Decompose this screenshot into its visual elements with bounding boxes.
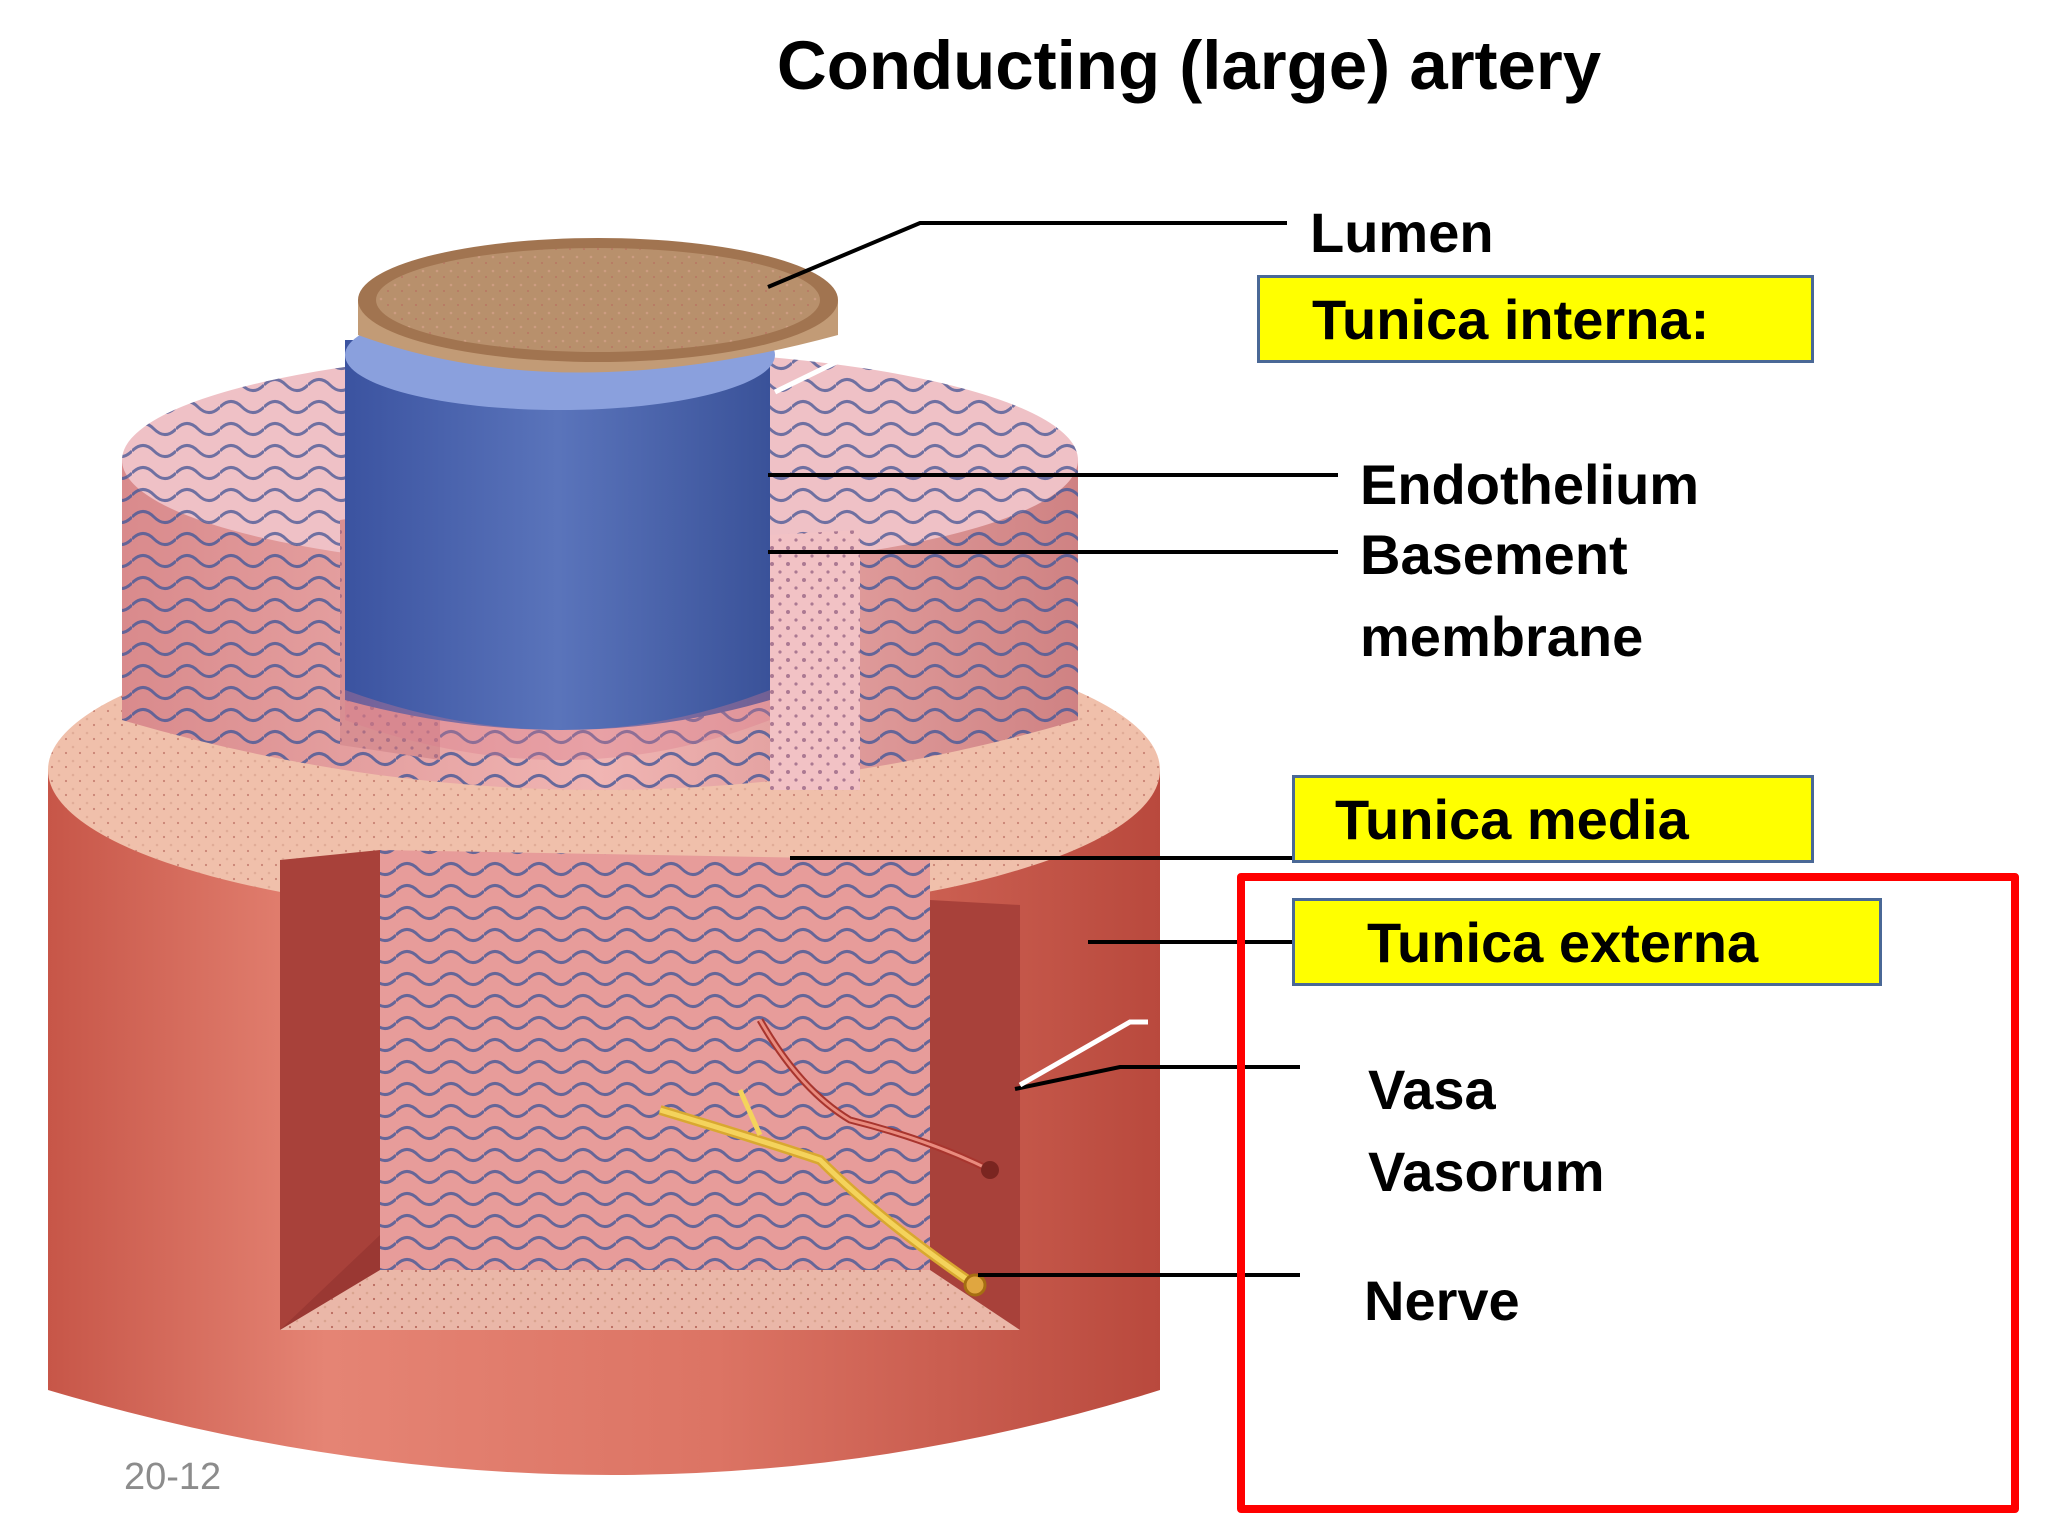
label-vasa-line1: Vasa [1368, 1058, 1496, 1121]
label-lumen: Lumen [1310, 201, 1494, 264]
label-tunica-interna: Tunica interna: [1257, 275, 1814, 363]
label-endothelium: Endothelium [1360, 453, 1700, 516]
page-title: Conducting (large) artery [776, 27, 1602, 104]
nerve-fiber [658, 1088, 987, 1297]
label-basement-line1: Basement [1360, 523, 1628, 586]
leader-lines [767, 221, 1338, 1277]
slide-number: 20-12 [124, 1456, 222, 1498]
label-tunica-externa-text: Tunica externa [1367, 910, 1759, 974]
label-tunica-externa: Tunica externa [1292, 898, 1882, 986]
label-nerve: Nerve [1364, 1269, 1520, 1332]
lumen-layer [358, 238, 838, 373]
label-tunica-media: Tunica media [1292, 775, 1814, 863]
callout-box [1237, 873, 2019, 1513]
label-tunica-media-text: Tunica media [1335, 787, 1689, 851]
label-vasa-line2: Vasorum [1368, 1140, 1605, 1203]
vasa-vasorum-vessel [756, 1018, 999, 1179]
label-basement-line2: membrane [1360, 605, 1644, 668]
label-tunica-interna-text: Tunica interna: [1312, 287, 1710, 351]
